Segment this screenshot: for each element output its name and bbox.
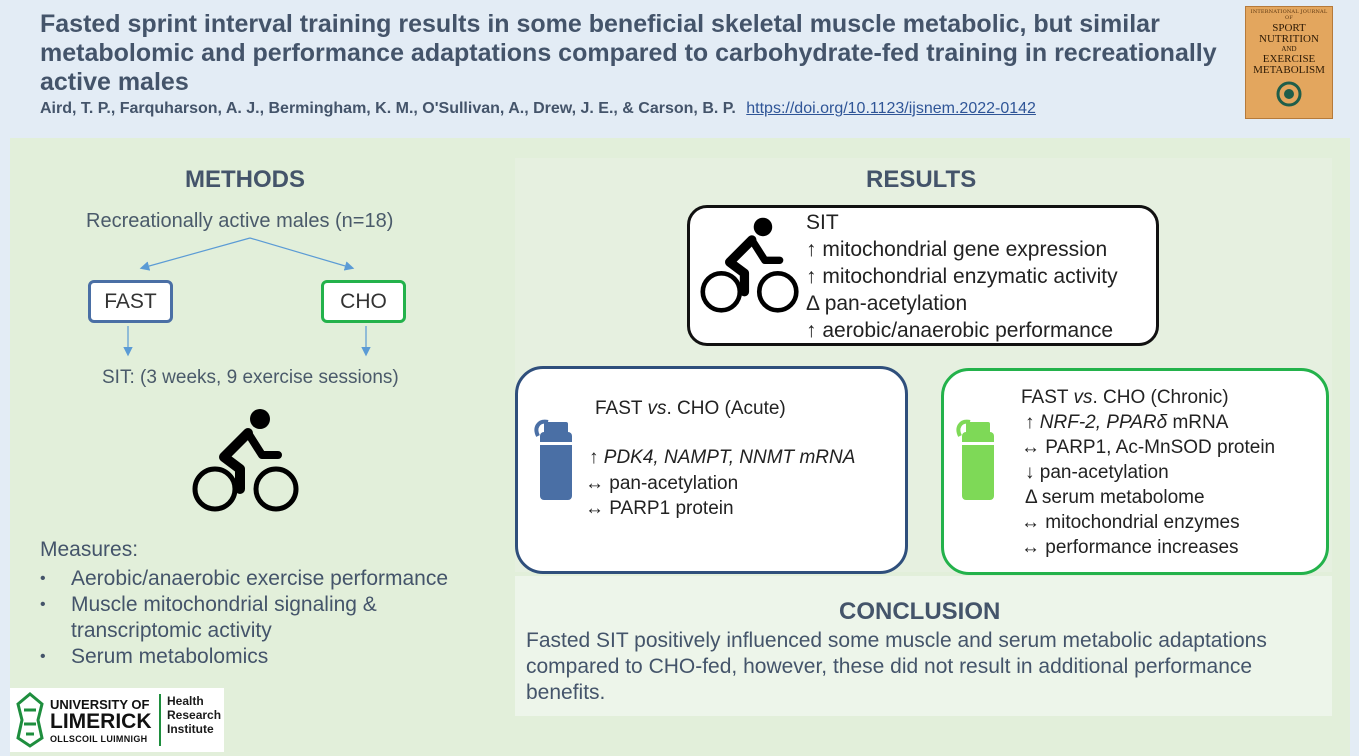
logo-line: OLLSCOIL LUIMNIGH <box>50 734 148 744</box>
arrow-to-cho <box>249 237 355 271</box>
chronic-result-line: Δ serum metabolome <box>1025 487 1205 508</box>
journal-cover-line: AND <box>1281 45 1297 53</box>
arrow-up: ↑ <box>589 447 604 468</box>
author-line: Aird, T. P., Farquharson, A. J., Berming… <box>40 100 1036 118</box>
university-name: UNIVERSITY OF LIMERICK OLLSCOIL LUIMNIGH <box>50 698 152 746</box>
chronic-result-line: ↓ pan-acetylation <box>1025 462 1169 483</box>
sit-result-line: ↑ mitochondrial gene expression <box>806 238 1108 261</box>
arrow-up: ↑ <box>1025 412 1040 433</box>
list-item: Aerobic/anaerobic exercise performance <box>40 566 448 592</box>
arrow-to-fast <box>139 237 251 271</box>
doi-link[interactable]: https://doi.org/10.1123/ijsnem.2022-0142 <box>746 100 1036 117</box>
acute-result-line: ↔ PARP1 protein <box>585 498 734 519</box>
gene-names: PDK4, NAMPT, NNMT mRNA <box>603 447 856 468</box>
acute-title-part: FAST <box>595 398 648 419</box>
institute-name: Health Research Institute <box>159 694 221 746</box>
sit-result-line: ↑ aerobic/anaerobic performance <box>806 319 1114 342</box>
journal-cover-line: METABOLISM <box>1253 64 1325 76</box>
journal-cover-line: EXERCISE <box>1262 53 1316 65</box>
journal-cover-top: INTERNATIONAL JOURNAL OF <box>1250 9 1328 21</box>
chronic-result-line: ↔ mitochondrial enzymes <box>1021 512 1240 533</box>
acute-title-part: . CHO (Acute) <box>666 398 786 419</box>
chronic-result-line: ↑ NRF-2, PPARδ mRNA <box>1025 412 1228 434</box>
conclusion-text: Fasted SIT positively influenced some mu… <box>526 629 1267 704</box>
institute-line: Research <box>167 708 222 722</box>
gene-names: NRF-2, PPARδ <box>1039 412 1168 433</box>
chronic-title-part: FAST <box>1021 387 1074 408</box>
chronic-result-line: ↔ performance increases <box>1021 537 1239 558</box>
list-item-text: Muscle mitochondrial signaling & <box>71 593 377 616</box>
journal-cover-line: NUTRITION <box>1259 33 1319 45</box>
university-logo: UNIVERSITY OF LIMERICK OLLSCOIL LUIMNIGH… <box>10 688 224 752</box>
chronic-title-vs: vs <box>1073 387 1093 408</box>
poster-title: Fasted sprint interval training results … <box>40 10 1217 96</box>
chronic-line-tail: mRNA <box>1167 412 1229 433</box>
journal-emblem-icon <box>1276 81 1302 107</box>
measures-heading: Measures: <box>40 538 139 561</box>
conclusion-panel <box>515 576 1332 716</box>
list-item: Muscle mitochondrial signaling & transcri… <box>40 592 448 644</box>
list-item: Serum metabolomics <box>40 644 448 670</box>
methods-heading: METHODS <box>185 166 305 193</box>
cyclist-icon <box>700 217 799 313</box>
sit-result-line: Δ pan-acetylation <box>806 292 968 315</box>
fast-group-box: FAST <box>88 280 173 323</box>
chronic-result-line: ↔ PARP1, Ac-MnSOD protein <box>1021 437 1276 458</box>
water-bottle-icon <box>956 419 994 500</box>
journal-cover-title: SPORT NUTRITION AND EXERCISE METABOLISM <box>1246 23 1332 76</box>
measures-list: Aerobic/anaerobic exercise performance M… <box>40 566 448 670</box>
acute-result-line: ↑ PDK4, NAMPT, NNMT mRNA <box>589 447 855 469</box>
cho-group-box: CHO <box>321 280 406 323</box>
chronic-results-box <box>941 368 1329 575</box>
authors-text: Aird, T. P., Farquharson, A. J., Berming… <box>40 100 736 117</box>
acute-results-box <box>515 366 908 574</box>
results-heading: RESULTS <box>866 166 977 193</box>
acute-title: FAST vs. CHO (Acute) <box>595 398 786 420</box>
acute-title-vs: vs <box>647 398 667 419</box>
university-crest-icon <box>16 692 44 748</box>
sit-label: SIT <box>806 211 839 234</box>
institute-line: Health <box>167 694 204 708</box>
conclusion-heading: CONCLUSION <box>839 598 1001 625</box>
chronic-title-part: . CHO (Chronic) <box>1092 387 1229 408</box>
chronic-title: FAST vs. CHO (Chronic) <box>1021 387 1229 409</box>
protocol-label: SIT: (3 weeks, 9 exercise sessions) <box>102 367 399 388</box>
sit-result-line: ↑ mitochondrial enzymatic activity <box>806 265 1118 288</box>
logo-line: UNIVERSITY OF <box>50 697 150 712</box>
cyclist-icon <box>192 409 299 512</box>
acute-result-line: ↔ pan-acetylation <box>585 473 739 494</box>
flow-arrows <box>123 237 371 357</box>
participants-label: Recreationally active males (n=18) <box>86 210 394 232</box>
logo-line: LIMERICK <box>50 710 152 733</box>
institute-line: Institute <box>167 722 214 736</box>
journal-cover-line: SPORT <box>1272 22 1306 34</box>
measures-section: Measures: Aerobic/anaerobic exercise per… <box>40 538 448 670</box>
water-bottle-icon <box>534 419 572 500</box>
list-item-text: transcriptomic activity <box>71 619 272 642</box>
journal-cover-image: INTERNATIONAL JOURNAL OF SPORT NUTRITION… <box>1245 6 1333 119</box>
